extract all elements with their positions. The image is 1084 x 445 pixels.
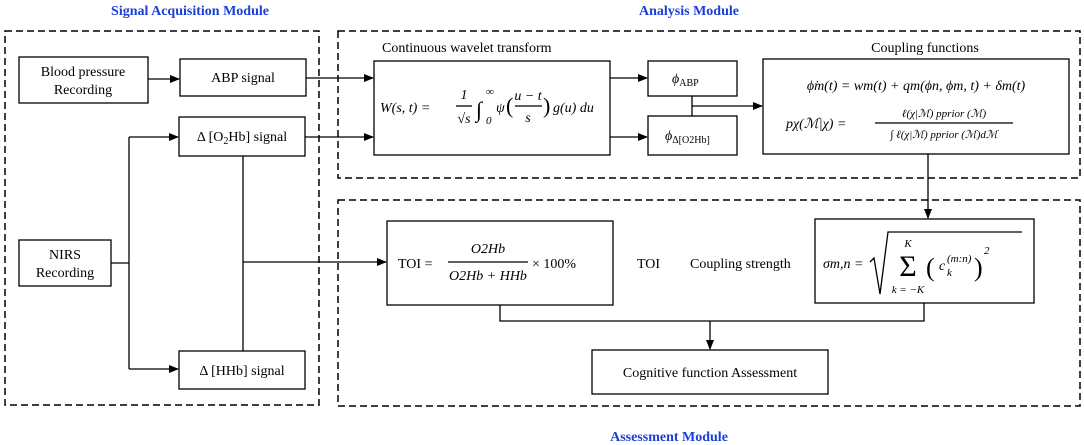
cognitive-box: Cognitive function Assessment (591, 349, 829, 395)
sigma-lparen: ( (926, 253, 935, 282)
analysis-module-title: Analysis Module (639, 4, 739, 19)
cwt-integral: ∫ (474, 97, 484, 123)
cwt-lower: 0 (486, 115, 492, 127)
assessment-module-title: Assessment Module (610, 430, 728, 445)
coupling-equation: ϕ̇m(t) = wm(t) + qm(ϕn, ϕm, t) + δm(t) (807, 79, 1026, 94)
cwt-title: Continuous wavelet transform (382, 41, 552, 56)
cognitive-label: Cognitive function Assessment (623, 366, 797, 381)
coupling-functions-box: ϕ̇m(t) = wm(t) + qm(ϕn, ϕm, t) + δm(t) p… (762, 58, 1070, 155)
cwt-frac-num: u − t (514, 89, 542, 104)
bp-recording-line1: Blood pressure (41, 65, 125, 80)
sqrt-symbol (869, 231, 1022, 295)
coupling-strength-box: σm,n = K Σ k = −K ( c k (m:n) ) 2 (814, 218, 1035, 304)
hhb-signal-box: Δ [HHb] signal (178, 350, 306, 390)
o2hb-signal-box: Δ [O2Hb] signal (178, 116, 306, 157)
coupling-strength-label: Coupling strength (690, 257, 791, 272)
phi-o2hb-label: ϕΔ[O2Hb] (665, 129, 710, 146)
cwt-frac-den: s (525, 111, 531, 126)
toi-num: O2Hb (471, 242, 505, 257)
toi-box: TOI = O2Hb O2Hb + HHb × 100% (386, 220, 614, 306)
toi-den: O2Hb + HHb (449, 269, 527, 284)
toi-rhs: × 100% (532, 257, 576, 272)
cwt-body2: g(u) du (553, 101, 594, 116)
abp-signal-label: ABP signal (211, 71, 275, 86)
sigma-term-sup: (m:n) (947, 253, 972, 265)
sigma-lhs: σm,n = (823, 257, 863, 272)
sigma-term-sub: k (947, 267, 953, 279)
bayes-num: ℓ(χ|ℳ) pprior (ℳ) (902, 108, 987, 120)
cwt-num: 1 (461, 88, 468, 103)
cwt-upper: ∞ (486, 86, 494, 98)
abp-signal-box: ABP signal (179, 58, 307, 97)
cwt-lparen: ( (506, 93, 513, 118)
sigma-term: c (939, 259, 946, 274)
phi-abp-box: ϕABP (647, 60, 738, 97)
cwt-rparen: ) (543, 93, 550, 118)
cwt-lhs: W(s, t) = (380, 101, 430, 116)
bp-recording-line2: Recording (54, 83, 112, 98)
o2hb-signal-label: Δ [O2Hb] signal (197, 130, 287, 147)
assessment-merge-line (499, 303, 925, 322)
nirs-recording-line2: Recording (36, 266, 94, 281)
phi-abp-label: ϕABP (672, 72, 699, 89)
hhb-signal-label: Δ [HHb] signal (199, 364, 284, 379)
sigma-pow: 2 (984, 245, 990, 257)
signal-acquisition-module-title: Signal Acquisition Module (111, 4, 269, 19)
bp-recording-box: Blood pressure Recording (18, 56, 149, 104)
sigma-sum: Σ (899, 250, 916, 283)
arrow-phi-to-coupling (691, 96, 763, 110)
nirs-recording-line1: NIRS (49, 248, 81, 263)
analysis-frame (337, 30, 1081, 179)
phi-o2hb-box: ϕΔ[O2Hb] (647, 115, 738, 156)
sigma-rparen: ) (974, 253, 983, 282)
assessment-frame (337, 199, 1081, 407)
toi-lhs: TOI = (398, 257, 433, 272)
bayes-lhs: pχ(ℳ|χ) = (785, 117, 846, 132)
cwt-den: √s (457, 112, 471, 127)
sigma-lower: k = −K (892, 284, 925, 296)
coupling-functions-title: Coupling functions (871, 41, 979, 56)
toi-output-label: TOI (637, 257, 660, 272)
nirs-recording-box: NIRS Recording (18, 239, 112, 287)
signal-acquisition-frame (4, 30, 320, 406)
sigma-upper: K (903, 238, 912, 250)
cwt-psi: ψ (496, 101, 505, 116)
cwt-box: W(s, t) = 1 √s ∫ ∞ 0 ψ ( u − t s ) g(u) … (373, 60, 611, 156)
bayes-den: ∫ ℓ(χ|ℳ) pprior (ℳ)dℳ (889, 129, 1000, 141)
